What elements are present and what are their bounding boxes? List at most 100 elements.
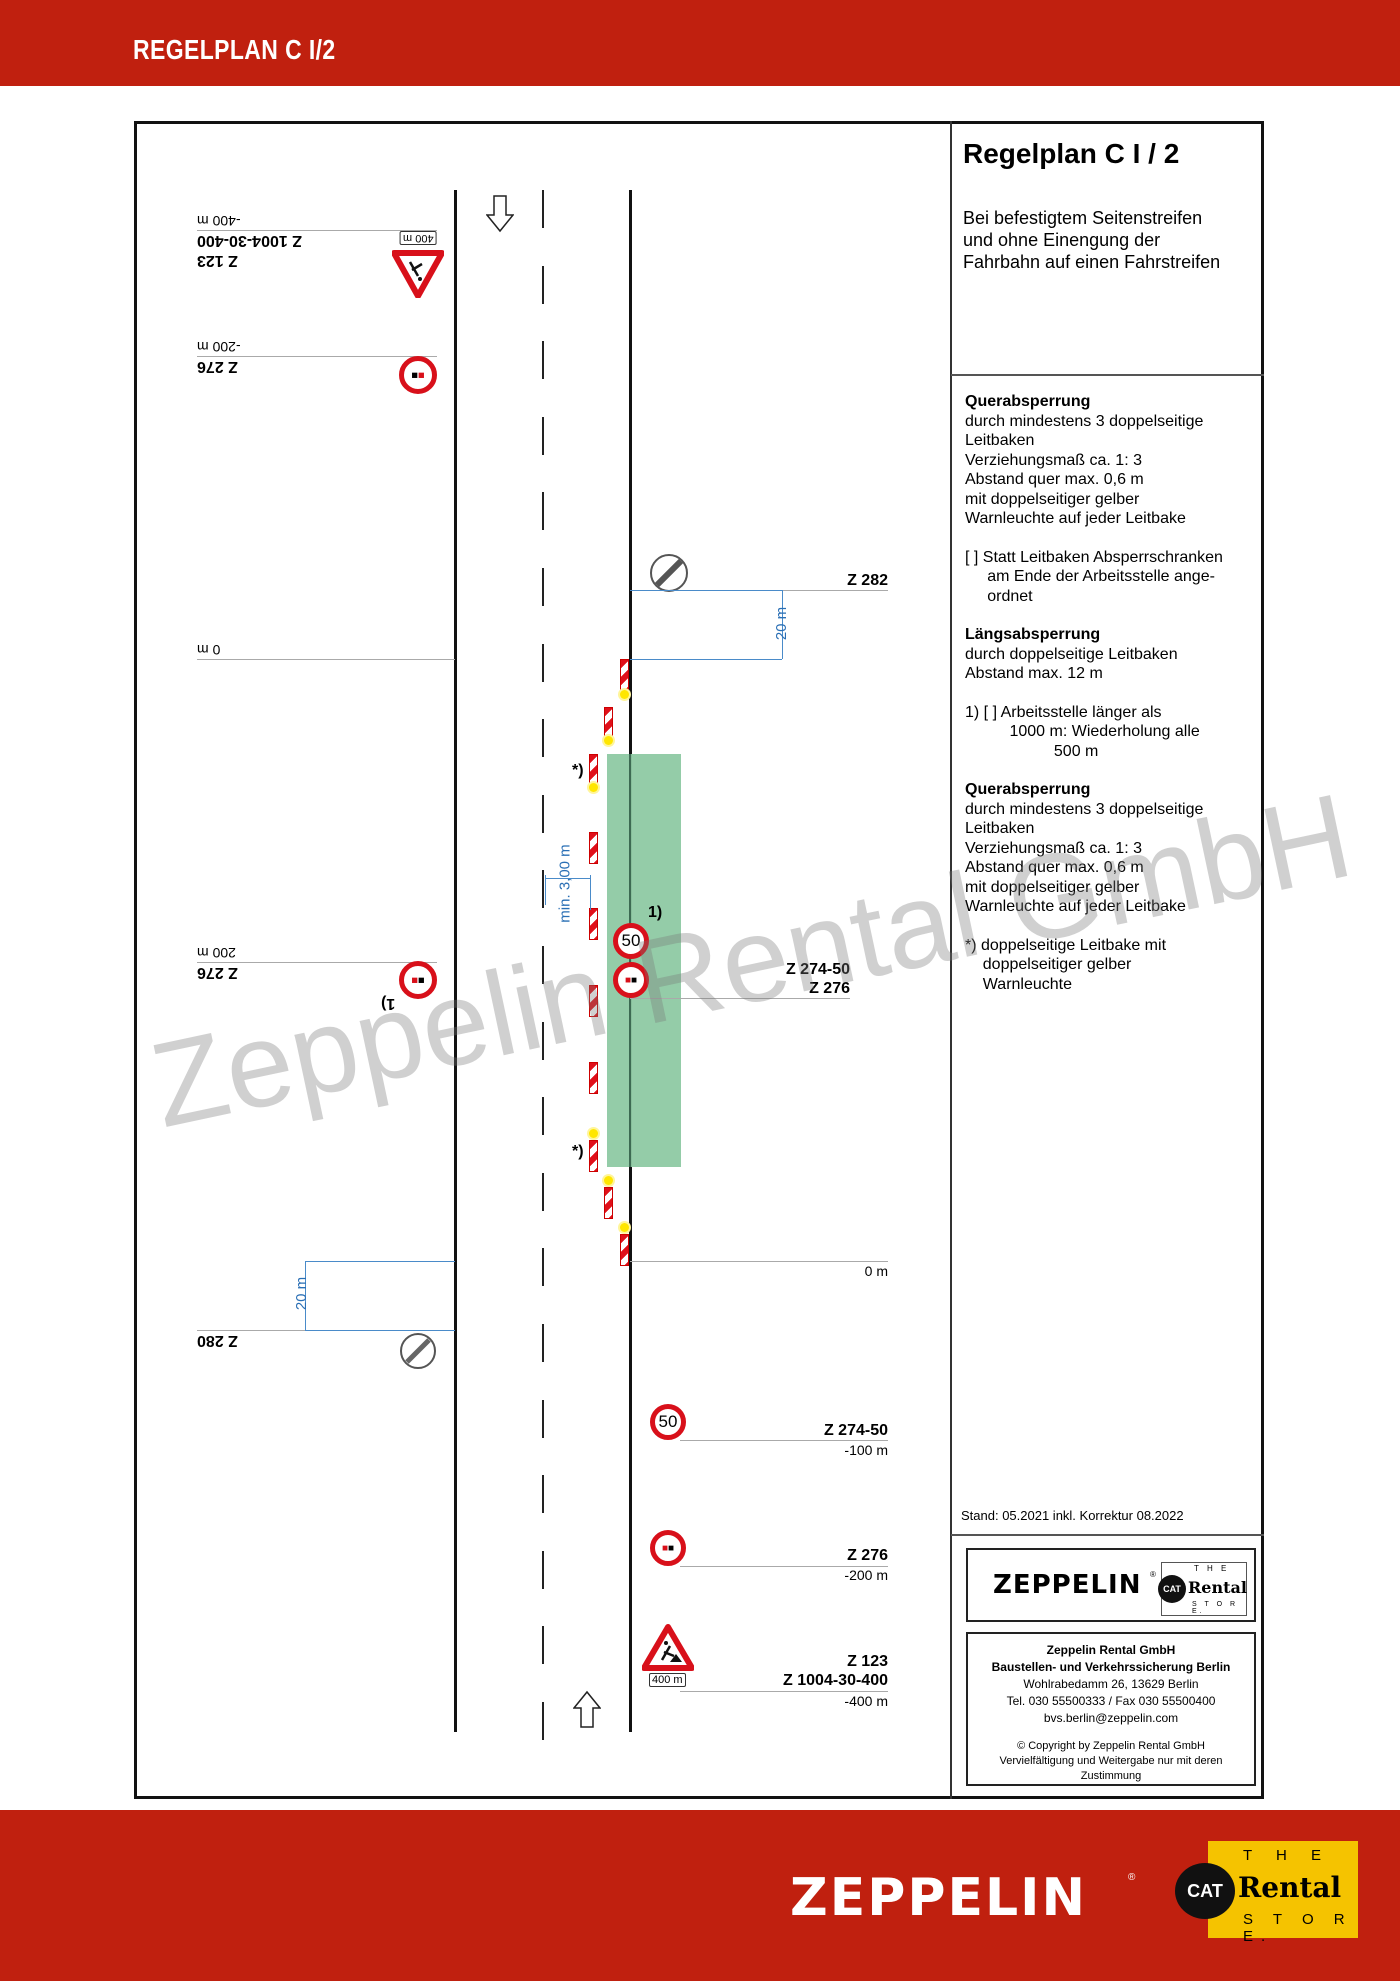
legend-section: Querabsperrung durch mindestens 3 doppels…	[965, 780, 1265, 917]
leitbake	[620, 659, 629, 691]
logo-rental: Rental	[1238, 1871, 1342, 1904]
lane-dash	[542, 1475, 544, 1513]
legend-line: doppelseitiger gelber	[965, 956, 1132, 973]
contact-company: Zeppelin Rental GmbH	[1046, 1643, 1176, 1657]
sign-label: Z 276	[847, 1547, 888, 1564]
warning-lamp	[604, 1176, 613, 1185]
distance-line	[197, 962, 437, 963]
legend-line: Leitbaken	[965, 820, 1035, 837]
distance-line	[630, 1261, 888, 1262]
legend-line: Abstand quer max. 0,6 m	[965, 859, 1144, 876]
dim-line	[630, 659, 782, 660]
sign-label: Z 276	[197, 358, 238, 375]
legend-line: Verziehungsmaß ca. 1: 3	[965, 839, 1142, 857]
panel-separator	[951, 1534, 1264, 1536]
legend-heading: Querabsperrung	[965, 393, 1091, 410]
logo-the: T H E	[1194, 1564, 1230, 1573]
plan-frame	[134, 121, 1264, 1799]
lane-dash	[542, 417, 544, 455]
distance-label: 0 m	[864, 1263, 888, 1279]
lane-dash	[542, 1400, 544, 1438]
legend-line: 500 m	[965, 742, 1099, 760]
speed-limit-sign-icon: 50	[650, 1404, 686, 1440]
legend-line: Verziehungsmaß ca. 1: 3	[965, 451, 1142, 469]
distance-line	[197, 1330, 305, 1331]
legend-line: durch doppelseitige Leitbaken	[965, 645, 1178, 663]
asterisk-note: *)	[572, 1143, 584, 1160]
lane-dash	[542, 1551, 544, 1589]
registered-mark: ®	[1128, 1872, 1136, 1883]
sign-label: Z 1004-30-400	[783, 1672, 888, 1689]
contact-address: Wohlrabedamm 26, 13629 Berlin	[1023, 1677, 1199, 1691]
arrow-down-icon	[486, 195, 514, 233]
sign-label: Z 1004-30-400	[197, 232, 302, 249]
legend-line: am Ende der Arbeitsstelle ange-	[965, 568, 1215, 585]
dim-line	[590, 875, 591, 910]
lane-dash	[542, 190, 544, 228]
sign-label: Z 276	[809, 980, 850, 997]
distance-line	[197, 230, 437, 231]
legend-line: 1) [ ] Arbeitsstelle länger als	[965, 703, 1162, 721]
lane-dash	[542, 266, 544, 304]
legend-section: 1) [ ] Arbeitsstelle länger als 1000 m: …	[965, 703, 1265, 762]
panel-separator	[951, 374, 1264, 376]
leitbake	[589, 1062, 598, 1094]
legend-heading: Querabsperrung	[965, 781, 1091, 798]
road-edge-left	[454, 190, 457, 1732]
leitbake	[589, 1140, 598, 1172]
logo-rental: Rental	[1188, 1578, 1247, 1597]
distance-label: -200 m	[197, 339, 241, 355]
distance-line	[680, 1440, 888, 1441]
sign-label: Z 274-50	[785, 961, 850, 978]
lane-dash	[542, 1248, 544, 1286]
copyright-notice: Vervielfältigung und Weitergabe nur mit …	[999, 1755, 1223, 1782]
lane-dash	[542, 870, 544, 908]
leitbake	[589, 754, 598, 786]
roadworks-warning-sign-icon	[642, 1624, 694, 1671]
lane-dash	[542, 719, 544, 757]
lane-dash	[542, 795, 544, 833]
dim-label: 20 m	[773, 606, 791, 641]
leitbake	[604, 707, 613, 739]
sign-label: Z 276	[197, 964, 238, 981]
distance-label: 0 m	[197, 642, 221, 658]
distance-line	[197, 659, 455, 660]
legend-line: Warnleuchte auf jeder Leitbake	[965, 510, 1186, 527]
lane-dash	[542, 1702, 544, 1740]
legend-line: *) doppelseitige Leitbake mit	[965, 936, 1167, 954]
legend-sections: Querabsperrung durch mindestens 3 doppels…	[965, 392, 1265, 1013]
sign-label: Z 123	[847, 1653, 888, 1670]
contact-phone: Tel. 030 55500333 / Fax 030 55500400	[1006, 1694, 1216, 1708]
no-overtaking-sign-icon: ■■	[650, 1530, 686, 1566]
warning-lamp	[589, 783, 598, 792]
header-band: REGELPLAN C I/2	[0, 0, 1400, 86]
dim-line	[545, 878, 590, 879]
contact-email[interactable]: bvs.berlin@zeppelin.com	[1043, 1711, 1179, 1725]
logo-store: S T O R E.	[1192, 1601, 1239, 1615]
lane-dash	[542, 1097, 544, 1135]
dim-label: 20 m	[293, 1276, 311, 1311]
sign-label: Z 123	[197, 252, 238, 269]
cat-rental-logo: CAT T H E Rental S T O R E.	[1175, 1841, 1358, 1945]
zeppelin-logo: ZEPPELIN	[790, 1868, 1087, 1928]
leitbake	[589, 832, 598, 864]
dim-line	[545, 875, 546, 905]
subtitle-line: Bei befestigtem Seitenstreifen	[963, 208, 1203, 228]
cat-badge: CAT	[1158, 1575, 1186, 1603]
legend-line: durch mindestens 3 doppelseitige	[965, 800, 1204, 818]
cat-badge: CAT	[1175, 1863, 1235, 1919]
road-edge-in-work-area	[629, 754, 631, 1167]
speed-value: 50	[621, 931, 641, 950]
no-overtaking-sign-icon: ■■	[399, 356, 437, 394]
subtitle-line: Fahrbahn auf einen Fahrstreifen	[963, 252, 1221, 272]
legend-line: Warnleuchte	[965, 975, 1073, 993]
lane-dash	[542, 1626, 544, 1664]
no-overtaking-sign-icon: ■■	[613, 962, 649, 998]
lane-dash	[542, 1022, 544, 1060]
distance-label: -200 m	[844, 1567, 888, 1583]
lane-dash	[542, 341, 544, 379]
dim-line	[630, 590, 782, 591]
logo-store: S T O R E.	[1243, 1911, 1353, 1945]
speed-value: 50	[658, 1412, 678, 1431]
